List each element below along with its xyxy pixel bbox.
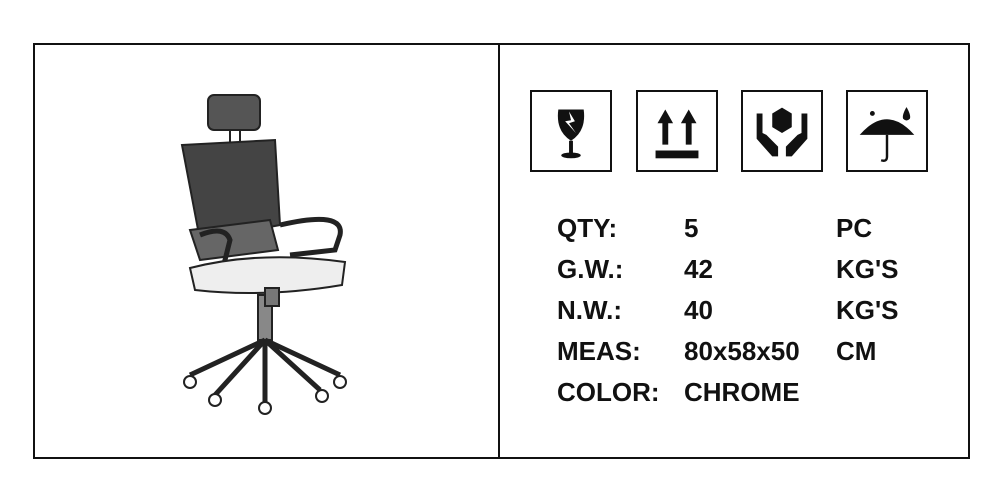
spec-value: 5 [684,213,699,243]
spec-label: N.W.: [557,295,622,325]
spec-label: QTY: [557,213,618,243]
spec-value: 80x58x50 [684,336,800,366]
office-chair-illustration [180,94,347,415]
spec-value: CHROME [684,377,800,407]
handle-with-care-icon [741,90,823,172]
spec-unit: KG'S [836,254,899,284]
spec-value: 42 [684,254,713,284]
spec-unit: PC [836,213,873,243]
spec-label: G.W.: [557,254,624,284]
spec-label: COLOR: [557,377,660,407]
keep-dry-icon [846,90,928,172]
this-way-up-icon [636,90,718,172]
fragile-glass-icon [530,90,612,172]
divider [498,43,500,457]
spec-label: MEAS: [557,336,641,366]
label-frame [33,43,970,459]
spec-value: 40 [684,295,713,325]
spec-unit: CM [836,336,877,366]
spec-unit: KG'S [836,295,899,325]
